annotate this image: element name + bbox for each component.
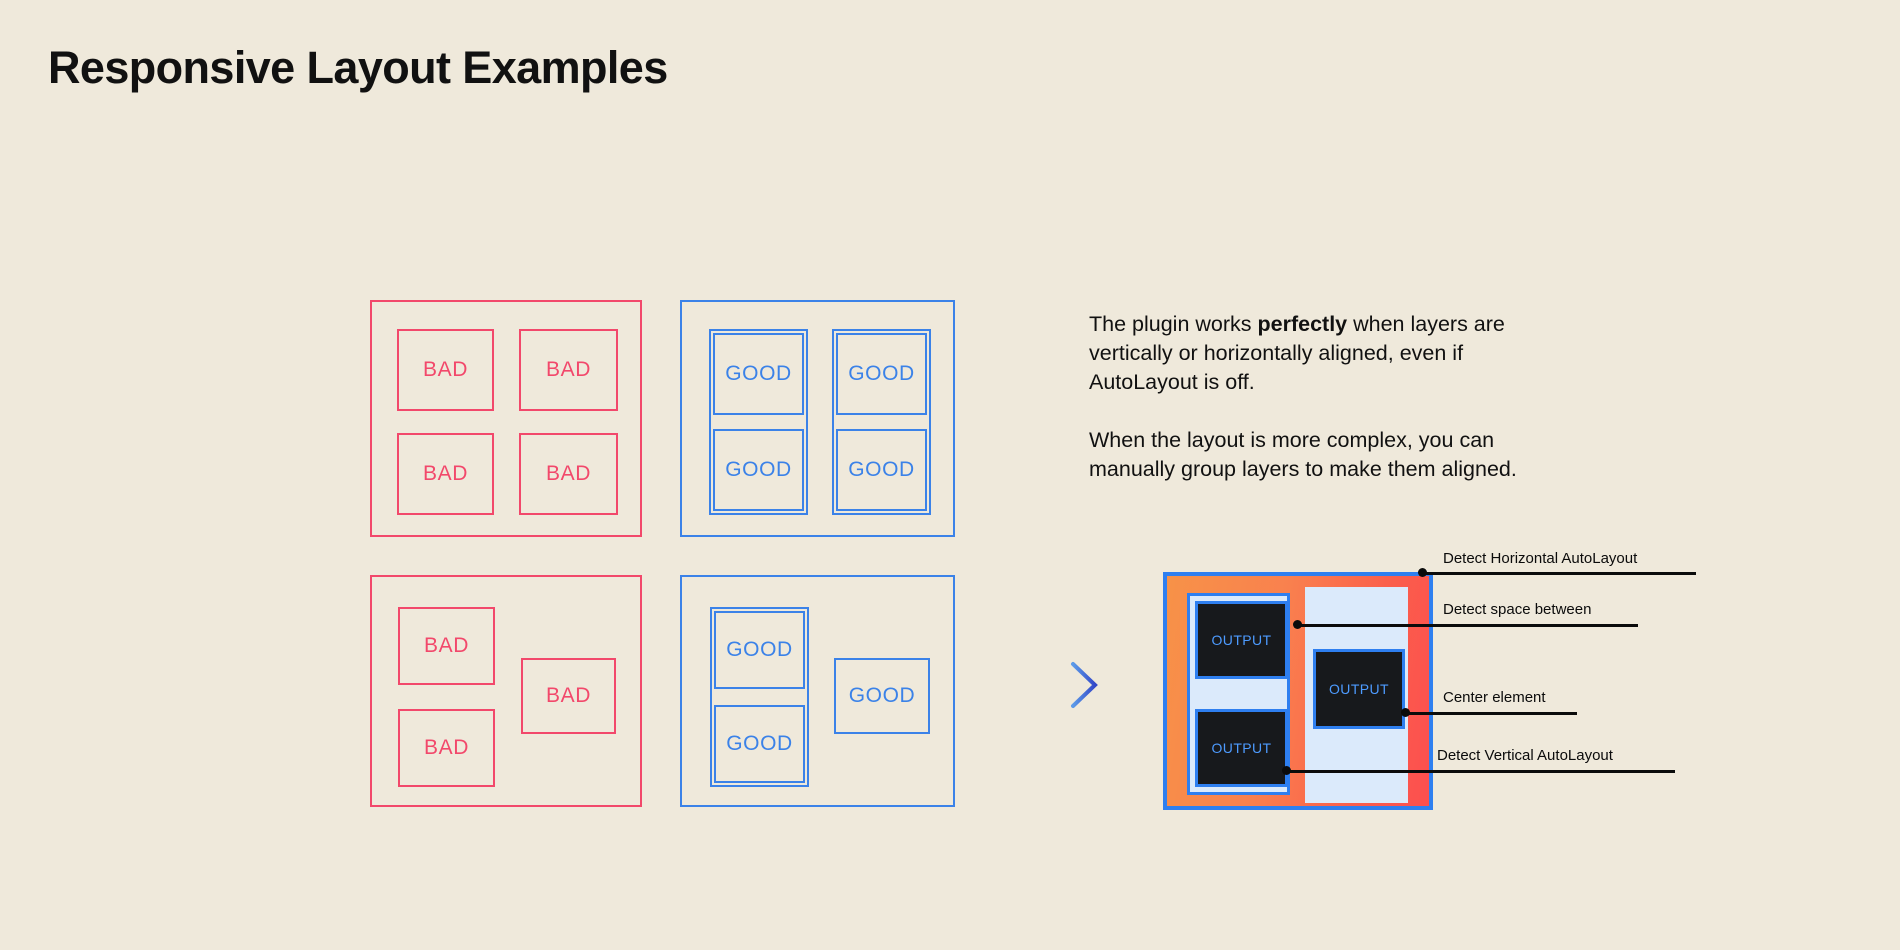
cell-label: BAD bbox=[546, 462, 591, 485]
annotation-rule bbox=[1288, 770, 1675, 773]
good-grid-cell: GOOD bbox=[836, 333, 927, 415]
cell-label: GOOD bbox=[848, 684, 916, 707]
annotation-rule bbox=[1407, 712, 1577, 715]
annotation-label: Detect space between bbox=[1443, 601, 1592, 618]
annotation-detect-horizontal-autolayout: Detect Horizontal AutoLayout bbox=[1443, 550, 1637, 569]
cell-label: BAD bbox=[546, 684, 591, 707]
annotation-dot bbox=[1418, 568, 1427, 577]
good-complex-group: GOOD GOOD bbox=[710, 607, 809, 787]
description-p1-part2: when layers are vertically or horizontal… bbox=[1089, 312, 1505, 394]
good-complex-cell: GOOD bbox=[714, 611, 805, 689]
cell-label: BAD bbox=[423, 358, 468, 381]
cell-label: GOOD bbox=[848, 362, 915, 385]
center-column-group: OUTPUT bbox=[1305, 587, 1408, 803]
cell-label: GOOD bbox=[726, 638, 793, 661]
cell-label: BAD bbox=[546, 358, 591, 381]
annotation-detect-vertical-autolayout: Detect Vertical AutoLayout bbox=[1437, 747, 1613, 766]
output-label: OUTPUT bbox=[1211, 632, 1272, 648]
output-box: OUTPUT bbox=[1313, 649, 1405, 729]
cell-label: GOOD bbox=[725, 362, 792, 385]
cell-label: GOOD bbox=[848, 458, 915, 481]
example-panel-good-grid: GOOD GOOD GOOD GOOD bbox=[680, 300, 955, 537]
cell-label: BAD bbox=[423, 462, 468, 485]
description-p1-emphasis: perfectly bbox=[1257, 312, 1348, 336]
output-box: OUTPUT bbox=[1195, 601, 1288, 679]
bad-complex-cell: BAD bbox=[398, 607, 495, 685]
bad-complex-cell: BAD bbox=[398, 709, 495, 787]
bad-grid-cell: BAD bbox=[397, 433, 494, 515]
detect-diagram: OUTPUT OUTPUT OUTPUT bbox=[1163, 572, 1433, 810]
cell-label: BAD bbox=[424, 736, 469, 759]
good-grid-group: GOOD GOOD bbox=[709, 329, 808, 515]
good-complex-cell: GOOD bbox=[714, 705, 805, 783]
good-grid-cell: GOOD bbox=[713, 429, 804, 511]
good-grid-cell: GOOD bbox=[836, 429, 927, 511]
description-paragraph-1: The plugin works perfectly when layers a… bbox=[1089, 310, 1559, 397]
annotation-center-element: Center element bbox=[1443, 689, 1546, 708]
example-panel-bad-grid: BAD BAD BAD BAD bbox=[370, 300, 642, 537]
bad-grid-cell: BAD bbox=[519, 329, 618, 411]
bad-grid-cell: BAD bbox=[519, 433, 618, 515]
arrow-right-dashed-icon bbox=[1015, 660, 1105, 710]
description-spacer bbox=[1089, 397, 1559, 426]
cell-label: GOOD bbox=[725, 458, 792, 481]
annotation-dot bbox=[1401, 708, 1410, 717]
annotation-label: Center element bbox=[1443, 689, 1546, 706]
description-text: The plugin works perfectly when layers a… bbox=[1089, 310, 1559, 484]
output-box: OUTPUT bbox=[1195, 709, 1288, 787]
example-panel-good-complex: GOOD GOOD GOOD bbox=[680, 575, 955, 807]
bad-complex-cell: BAD bbox=[521, 658, 616, 734]
good-complex-standalone-cell: GOOD bbox=[834, 658, 930, 734]
annotation-dot bbox=[1282, 766, 1291, 775]
bad-grid-cell: BAD bbox=[397, 329, 494, 411]
output-label: OUTPUT bbox=[1329, 681, 1389, 697]
annotation-label: Detect Vertical AutoLayout bbox=[1437, 747, 1613, 764]
cell-label: GOOD bbox=[726, 732, 793, 755]
vertical-stack-group: OUTPUT OUTPUT bbox=[1187, 593, 1290, 795]
example-panel-bad-complex: BAD BAD BAD bbox=[370, 575, 642, 807]
page-title: Responsive Layout Examples bbox=[48, 42, 668, 93]
annotation-rule bbox=[1299, 624, 1638, 627]
annotation-rule bbox=[1424, 572, 1696, 575]
description-paragraph-2: When the layout is more complex, you can… bbox=[1089, 428, 1517, 481]
good-grid-cell: GOOD bbox=[713, 333, 804, 415]
annotation-label: Detect Horizontal AutoLayout bbox=[1443, 550, 1638, 567]
cell-label: BAD bbox=[424, 634, 469, 657]
good-grid-group: GOOD GOOD bbox=[832, 329, 931, 515]
description-p1-part1: The plugin works bbox=[1089, 312, 1258, 336]
output-label: OUTPUT bbox=[1211, 740, 1272, 756]
annotation-dot bbox=[1293, 620, 1302, 629]
annotation-detect-space-between: Detect space between bbox=[1443, 601, 1591, 620]
